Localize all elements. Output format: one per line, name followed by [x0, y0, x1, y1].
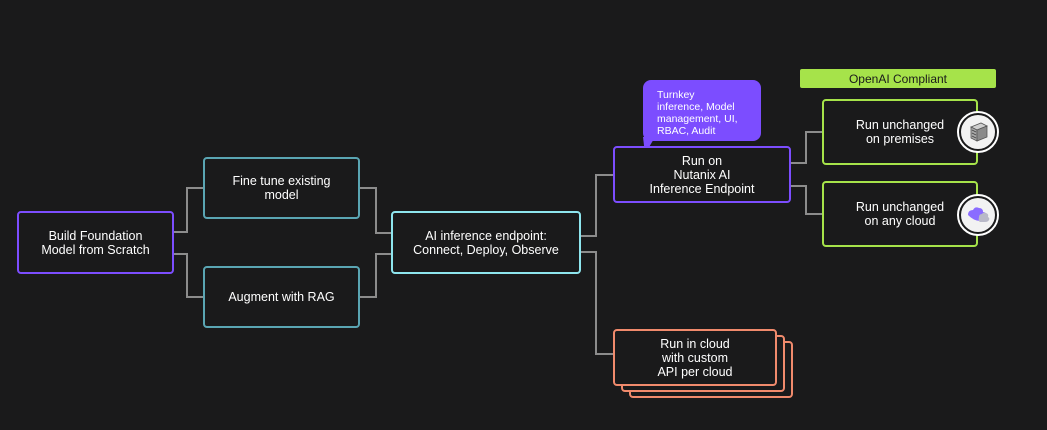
callout-turnkey: Turnkey inference, Model management, UI,… — [643, 80, 761, 141]
connector-build-to-rag — [173, 253, 204, 298]
node-run-nutanix: Run on Nutanix AI Inference Endpoint — [613, 146, 791, 203]
node-run-cloud-custom: Run in cloud with custom API per cloud — [613, 329, 777, 386]
connector-nutanix-to-anycloud — [790, 185, 823, 215]
connector-endpoint-to-nutanix — [580, 174, 614, 237]
connector-finetune-to-endpoint — [358, 187, 392, 234]
connector-build-to-finetune — [173, 187, 204, 233]
server-rack-icon — [957, 111, 999, 153]
cloud-icon — [957, 194, 999, 236]
node-run-premises: Run unchanged on premises — [822, 99, 978, 165]
node-run-any-cloud: Run unchanged on any cloud — [822, 181, 978, 247]
connector-endpoint-to-cloud — [580, 251, 614, 355]
connector-rag-to-endpoint — [358, 253, 392, 298]
connector-nutanix-to-premises — [790, 131, 823, 164]
node-augment-rag: Augment with RAG — [203, 266, 360, 328]
node-build-foundation: Build Foundation Model from Scratch — [17, 211, 174, 274]
badge-openai-compliant: OpenAI Compliant — [800, 69, 996, 88]
node-fine-tune: Fine tune existing model — [203, 157, 360, 219]
node-inference-endpoint: AI inference endpoint: Connect, Deploy, … — [391, 211, 581, 274]
